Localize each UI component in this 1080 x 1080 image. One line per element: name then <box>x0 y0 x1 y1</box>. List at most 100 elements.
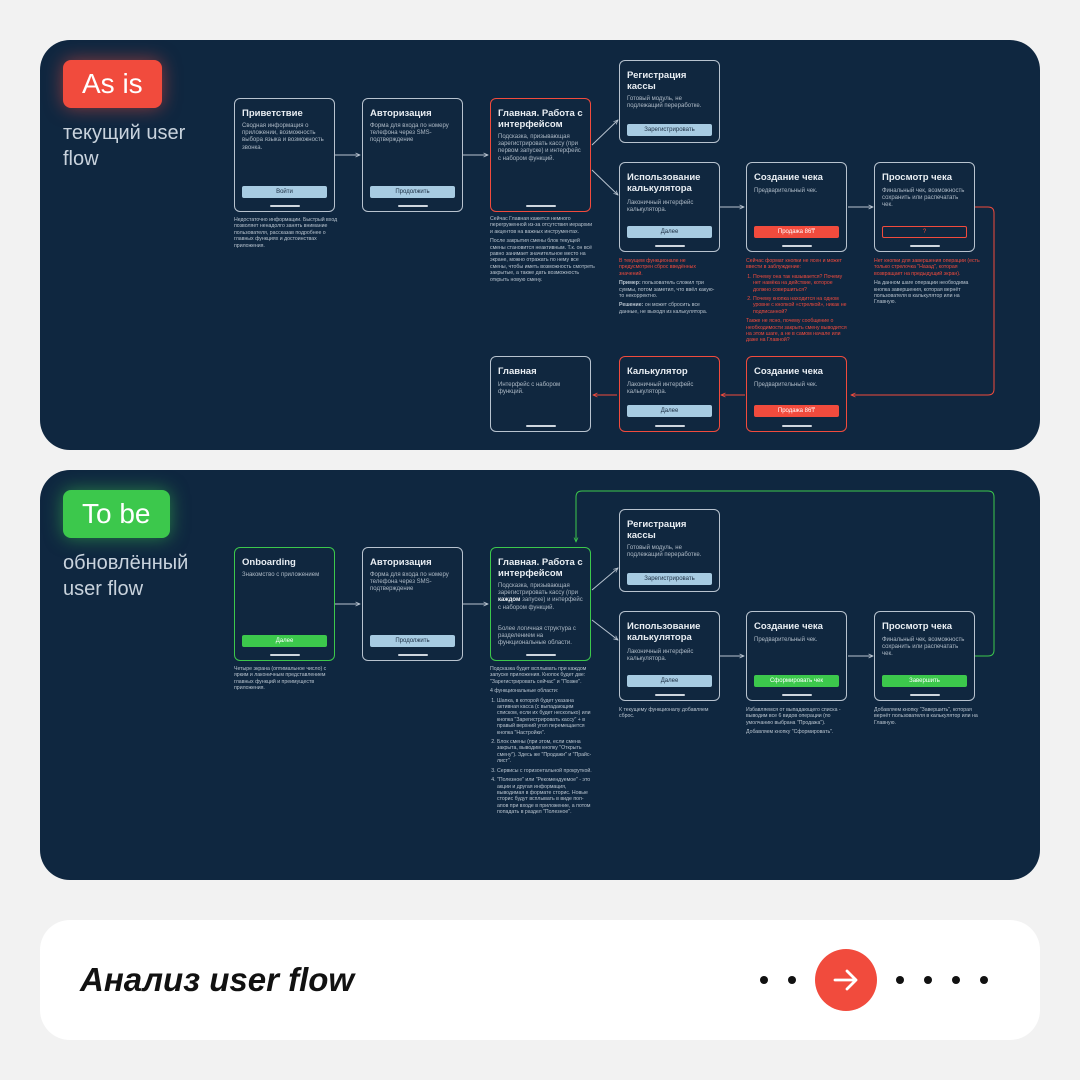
continue-button[interactable]: Продолжить <box>370 635 455 647</box>
home-indicator <box>397 654 428 656</box>
note-receipt-1: Избавляемся от выпадающего списка - выво… <box>746 707 841 726</box>
home-indicator <box>397 205 428 207</box>
pagination-dot[interactable] <box>896 976 904 984</box>
note-view-2: На данном шаге операции необходима кнопк… <box>874 280 969 306</box>
arrow-main-register <box>591 568 618 591</box>
card-title: Просмотр чека <box>882 172 952 183</box>
note-welcome: Недостаточно информации. Быстрый вход по… <box>234 217 338 249</box>
card-create-receipt[interactable]: Создание чека Предварительный чек. Сформ… <box>746 611 847 701</box>
card-title: Главная. Работа с интерфейсом <box>498 557 583 579</box>
card-desc: Знакомство с приложением <box>242 572 320 578</box>
note-view: Добавляем кнопку "Завершить", которая ве… <box>874 707 978 726</box>
card-view-receipt[interactable]: Просмотр чека Финальный чек, возможность… <box>874 611 975 701</box>
sale-button-2[interactable]: Продажа 86₸ <box>754 405 839 417</box>
to-be-panel: To be обновлённый user flow Onboarding З… <box>40 470 1040 880</box>
card-main[interactable]: Главная. Работа с интерфейсом Подсказка,… <box>490 547 591 661</box>
arrow-main-calc <box>591 619 618 640</box>
form-receipt-button[interactable]: Сформировать чек <box>754 675 839 687</box>
card-create-receipt[interactable]: Создание чека Предварительный чек. Прода… <box>746 162 847 252</box>
card-onboarding[interactable]: Onboarding Знакомство с приложением Дале… <box>234 547 335 661</box>
pagination-dot[interactable] <box>788 976 796 984</box>
list-item: Почему кнопка находится на одном уровне … <box>753 296 850 315</box>
card-main-2[interactable]: Главная Интерфейс с набором функций. <box>490 356 591 432</box>
register-button[interactable]: Зарегистрировать <box>627 573 712 585</box>
home-indicator <box>781 245 812 247</box>
unknown-button[interactable]: ? <box>882 226 967 238</box>
card-title: Создание чека <box>754 621 823 632</box>
card-desc: Подсказка, призывающая зарегистрировать … <box>498 134 581 162</box>
card-desc: Предварительный чек. <box>754 188 818 194</box>
pagination-dot[interactable] <box>952 976 960 984</box>
arrow-main-register <box>591 120 618 146</box>
register-button[interactable]: Зарегистрировать <box>627 124 712 136</box>
card-desc: Интерфейс с набором функций. <box>498 382 561 396</box>
card-title: Калькулятор <box>627 366 688 377</box>
pagination-dot[interactable] <box>924 976 932 984</box>
home-indicator <box>909 245 940 247</box>
finish-button[interactable]: Завершить <box>882 675 967 687</box>
card-title: Регистрация кассы <box>627 70 687 92</box>
card-desc: Форма для входа по номеру телефона через… <box>370 123 449 144</box>
home-indicator <box>654 694 685 696</box>
next-slide-button[interactable] <box>815 949 877 1011</box>
next-button-calc[interactable]: Далее <box>627 226 712 238</box>
card-view-receipt[interactable]: Просмотр чека Финальный чек, возможность… <box>874 162 975 252</box>
card-main[interactable]: Главная. Работа с интерфейсом Подсказка,… <box>490 98 591 212</box>
note-receipt-2: Добавляем кнопку "Сформировать". <box>746 729 834 736</box>
card-desc: Лаконичный интерфейс калькулятора. <box>627 382 694 396</box>
home-indicator <box>909 694 940 696</box>
note-main: Подсказка будет всплывать при каждом зап… <box>490 666 592 819</box>
note-receipt-extra: Также не ясно, почему сообщение о необхо… <box>746 318 847 344</box>
card-title: Главная <box>498 366 537 377</box>
note-receipt: Избавляемся от выпадающего списка - выво… <box>746 707 850 739</box>
card-title: Использование калькулятора <box>627 172 701 194</box>
next-button-calc-2[interactable]: Далее <box>627 405 712 417</box>
onboarding-next-button[interactable]: Далее <box>242 635 327 647</box>
note-main: Сейчас Главная кажется немного перегруже… <box>490 216 595 286</box>
card-create-receipt-2[interactable]: Создание чека Предварительный чек. Прода… <box>746 356 847 432</box>
card-desc: Лаконичный интерфейс калькулятора. <box>627 649 694 663</box>
as-is-panel: As is текущий user flow Приветствие Свод… <box>40 40 1040 450</box>
card-auth[interactable]: Авторизация Форма для входа по номеру те… <box>362 98 463 212</box>
login-button[interactable]: Войти <box>242 186 327 198</box>
card-desc: Лаконичный интерфейс калькулятора. <box>627 200 694 214</box>
to-be-connectors <box>335 490 995 880</box>
card-desc: Сводная информация о приложении, возможн… <box>242 123 324 151</box>
pagination-dot[interactable] <box>980 976 988 984</box>
card-desc: Предварительный чек. <box>754 382 818 388</box>
continue-button[interactable]: Продолжить <box>370 186 455 198</box>
card-title: Просмотр чека <box>882 621 952 632</box>
note-main-2: 4 функциональные области: <box>490 688 559 695</box>
card-desc: Готовый модуль, не подлежащий переработк… <box>627 96 702 110</box>
home-indicator <box>525 654 556 656</box>
card-register[interactable]: Регистрация кассы Готовый модуль, не под… <box>619 60 720 143</box>
arrow-main-calc <box>591 169 618 195</box>
note-main-2: После закрытия смены блок текущей смены … <box>490 238 595 283</box>
as-is-subtitle: текущий user flow <box>63 122 186 170</box>
sale-button[interactable]: Продажа 86₸ <box>754 226 839 238</box>
pagination-dot[interactable] <box>760 976 768 984</box>
card-calculator[interactable]: Использование калькулятора Лаконичный ин… <box>619 611 720 701</box>
next-button-calc[interactable]: Далее <box>627 675 712 687</box>
home-indicator <box>525 425 556 427</box>
card-auth[interactable]: Авторизация Форма для входа по номеру те… <box>362 547 463 661</box>
home-indicator <box>654 425 685 427</box>
to-be-badge: To be <box>63 490 170 538</box>
home-indicator <box>269 654 300 656</box>
card-register[interactable]: Регистрация кассы Готовый модуль, не под… <box>619 509 720 592</box>
footer-title: Анализ user flow <box>80 961 355 998</box>
home-indicator <box>781 694 812 696</box>
note-receipt: Сейчас формат кнопки не ясен и может вве… <box>746 258 850 347</box>
card-calculator[interactable]: Использование калькулятора Лаконичный ин… <box>619 162 720 252</box>
card-desc-2: Более логичная структура с разделением н… <box>498 626 576 647</box>
list-item: Сервисы с горизонтальной прокруткой. <box>497 768 592 774</box>
card-desc: Предварительный чек. <box>754 637 818 643</box>
card-calculator-2[interactable]: Калькулятор Лаконичный интерфейс калькул… <box>619 356 720 432</box>
arrow-view-receipt2 <box>851 206 995 395</box>
note-receipt-list: Почему она так называется? Почему нет на… <box>746 274 850 315</box>
home-indicator <box>269 205 300 207</box>
card-desc: Готовый модуль, не подлежащий переработк… <box>627 545 702 559</box>
card-welcome[interactable]: Приветствие Сводная информация о приложе… <box>234 98 335 212</box>
card-title: Создание чека <box>754 172 823 183</box>
card-title: Onboarding <box>242 557 296 568</box>
